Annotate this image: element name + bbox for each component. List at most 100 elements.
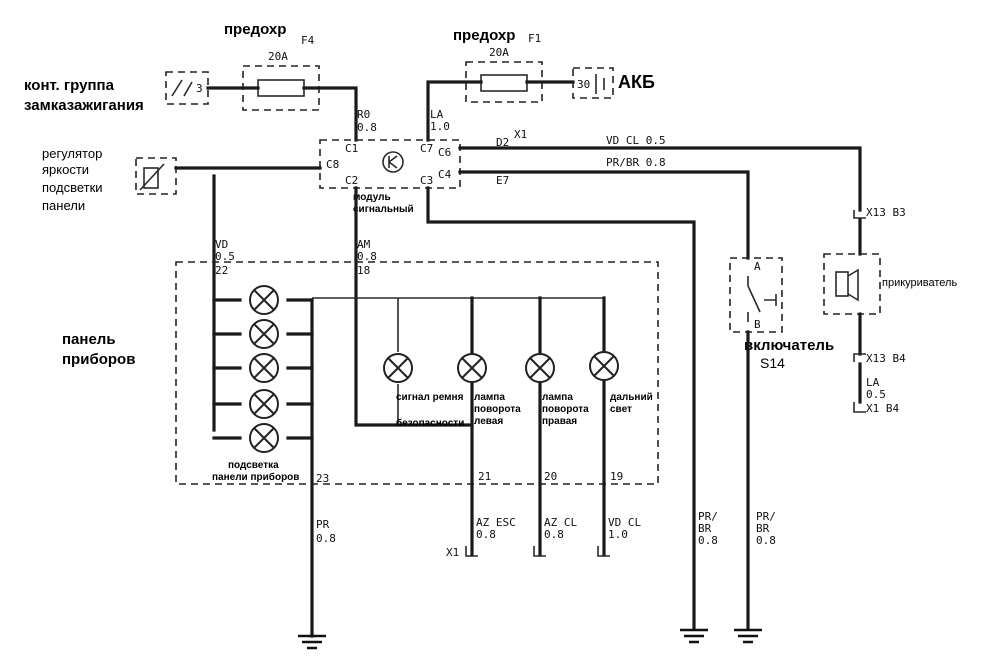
wire-az-cl-pin: 20: [544, 470, 557, 483]
fuse-f4-title: предохр: [224, 21, 286, 38]
backlight-label-2: панели приборов: [212, 471, 299, 483]
backlight-lamps: [249, 285, 279, 453]
wire-la-code: LA: [430, 108, 444, 121]
right-turn-label-1: лампа: [542, 392, 573, 403]
module-label-1: модуль: [353, 192, 391, 203]
connector-x13-b4: [853, 353, 866, 362]
backlight-lamp-icon: [249, 319, 279, 349]
wire-am-code: AM: [357, 238, 371, 251]
wire-pr-br-a-code2: BR: [698, 522, 712, 535]
switch-s14: A B включатель S14: [729, 257, 834, 371]
wire-vd-cl-label: VD CL 0.5: [606, 134, 666, 147]
wire-la-right-code: LA: [866, 376, 880, 389]
backlight-lamp-icon: [249, 353, 279, 383]
right-turn-label-2: поворота: [542, 404, 589, 415]
instrument-panel: панель приборов: [62, 261, 659, 485]
module-pin-c2: C2: [345, 174, 358, 187]
wire-am-pin: 18: [357, 264, 370, 277]
wire-az-esc-code: AZ ESC: [476, 516, 516, 529]
ground-icon: [298, 634, 326, 650]
dimmer-label-2: яркости: [42, 162, 89, 177]
ground-icon: [680, 628, 708, 644]
wire-pr-br: [458, 170, 750, 260]
wire-x1-bottom-label: X1: [446, 546, 459, 559]
belt-label-1: сигнал ремня: [396, 392, 464, 403]
ignition-pin: 3: [196, 82, 203, 95]
wire-pr-br-b-code2: BR: [756, 522, 770, 535]
wire-la-top: [426, 80, 575, 142]
left-turn-label-3: левая: [474, 416, 503, 427]
left-turn-label-2: поворота: [474, 404, 521, 415]
wire-az-cl-code: AZ CL: [544, 516, 577, 529]
dimmer-regulator: регулятор яркости подсветки панели: [42, 146, 177, 213]
switch-id: S14: [760, 355, 785, 371]
belt-lamp-icon: [383, 353, 413, 383]
wire-x1-b4-label: X1 B4: [866, 402, 899, 415]
module-pin-c7: C7: [420, 142, 433, 155]
fuse-f4-element: [257, 79, 305, 97]
fuse-f1: предохр F1 20A: [453, 27, 543, 103]
wire-am-size: 0.8: [357, 250, 377, 263]
switch-contact-icon: [747, 276, 777, 322]
panel-label-1: панель: [62, 331, 116, 348]
wire-r0: [206, 86, 358, 142]
battery-pin: 30: [577, 78, 590, 91]
connector-x1-bottom: [465, 546, 610, 557]
wire-vd-cl-bottom-size: 1.0: [608, 528, 628, 541]
wire-pr-br-a-code: PR/: [698, 510, 718, 523]
wire-c3-ground: [426, 186, 696, 630]
wire-vd-cl-bottom-code: VD CL: [608, 516, 641, 529]
wire-backlight-bus-left: [212, 298, 242, 440]
wire-e7-label: E7: [496, 174, 509, 187]
high-beam-label-1: дальний: [610, 392, 653, 403]
dimmer-arrow-icon: [139, 163, 165, 191]
backlight-label-1: подсветка: [228, 460, 279, 471]
connector-x1-b4: [853, 402, 866, 413]
wire-x1-top-label: X1: [514, 128, 527, 141]
fuse-f4-rating: 20A: [268, 50, 288, 63]
wire-vd-pin: 22: [215, 264, 228, 277]
lighter-box: [823, 253, 881, 315]
left-turn-lamp-icon: [457, 353, 487, 383]
wire-vd-size: 0.5: [215, 250, 235, 263]
wire-am: [354, 186, 474, 427]
belt-label-2: безопасности: [396, 417, 464, 429]
battery-icon: [595, 74, 605, 94]
dimmer-label-4: панели: [42, 198, 85, 213]
battery: 30 АКБ: [572, 67, 655, 99]
ignition-label-1: конт. группа: [24, 77, 115, 94]
switch-box: [729, 257, 783, 333]
backlight-lamp-icon: [249, 285, 279, 315]
wire-pr-br-b-code: PR/: [756, 510, 776, 523]
module-pin-c6: C6: [438, 146, 451, 159]
wire-az-esc-pin: 21: [478, 470, 491, 483]
wire-pr-left-code: PR: [316, 518, 330, 531]
module-pin-c1: C1: [345, 142, 358, 155]
fuse-f1-title: предохр: [453, 27, 515, 44]
fuse-f4-id: F4: [301, 34, 315, 47]
switch-label: включатель: [744, 337, 834, 354]
ground-icon: [734, 628, 762, 644]
module-box: [319, 139, 461, 189]
backlight-lamp-icon: [249, 389, 279, 419]
module-pin-c3: C3: [420, 174, 433, 187]
wire-r0-size: 0.8: [357, 121, 377, 134]
panel-label-2: приборов: [62, 351, 135, 368]
lighter-icon: [835, 271, 849, 297]
wire-vd-code: VD: [215, 238, 228, 251]
wire-vd-cl-bottom-pin: 19: [610, 470, 623, 483]
fuse-f1-rating: 20A: [489, 46, 509, 59]
backlight-lamp-icon: [249, 423, 279, 453]
high-beam-lamp-icon: [589, 351, 619, 381]
module-label-2: сигнальный: [353, 204, 414, 215]
fuse-f1-id: F1: [528, 32, 541, 45]
wire-pr-br-a-size: 0.8: [698, 534, 718, 547]
lighter-element-icon: [847, 268, 859, 302]
wire-pr-left-pin: 23: [316, 472, 329, 485]
fuse-f4: предохр F4 20A: [224, 21, 320, 111]
module-symbol-icon: [382, 151, 404, 173]
wire-az-cl-size: 0.8: [544, 528, 564, 541]
module-transistor-icon: [388, 155, 398, 169]
ignition-contact-icon: [171, 79, 193, 97]
